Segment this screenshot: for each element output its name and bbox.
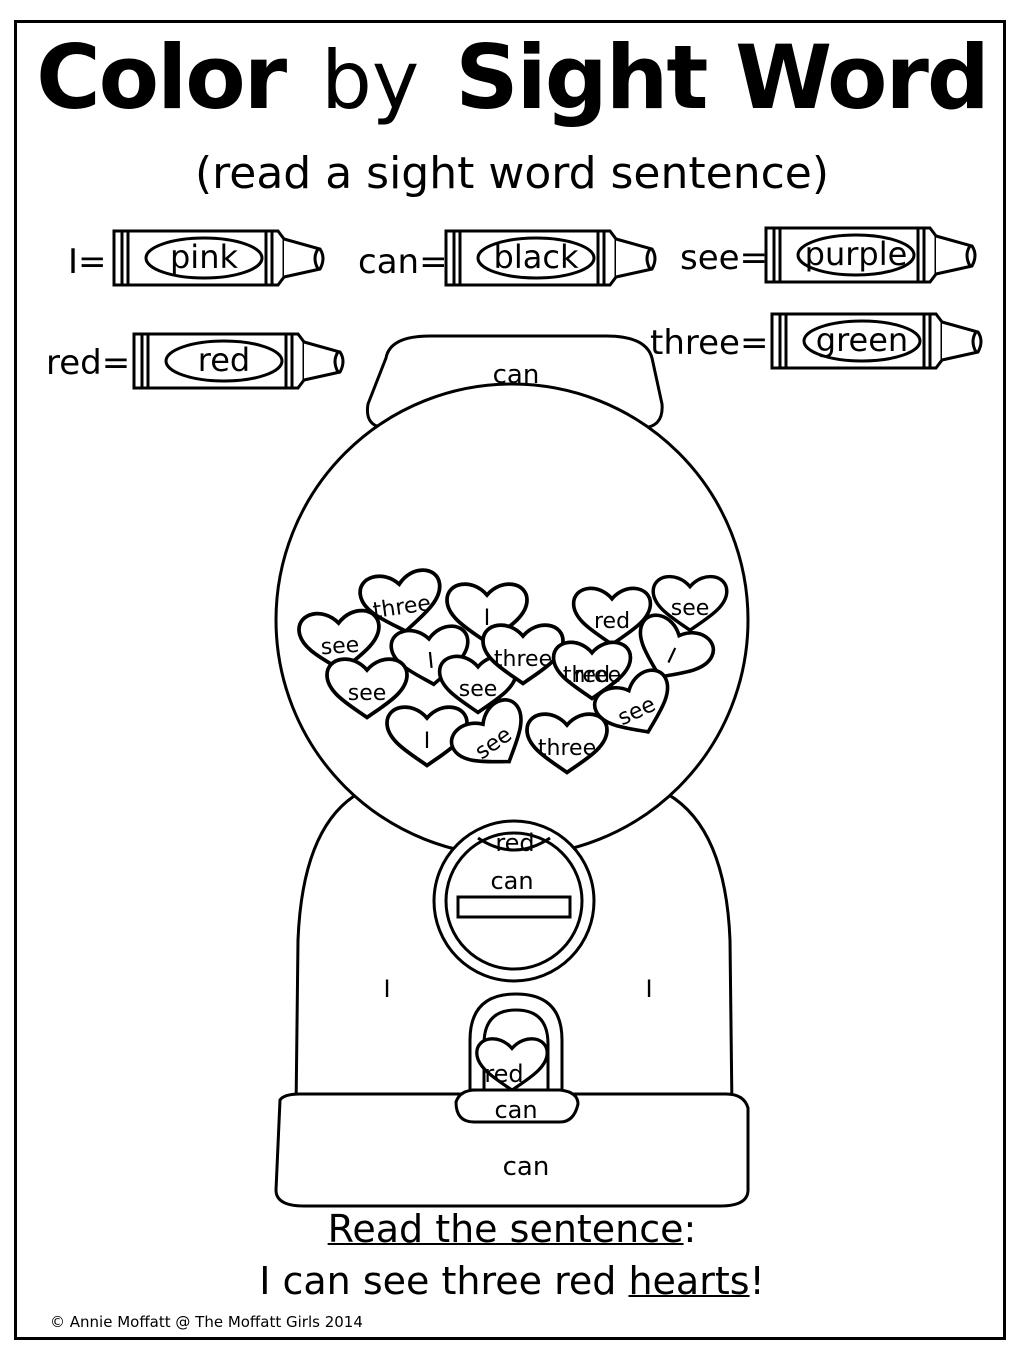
crayon-pink: pink [108,225,328,291]
candy-heart-word: see [670,596,710,621]
crayon-label: purple [804,235,908,273]
key-word-three: three= [650,323,769,363]
key-word-red: red= [46,343,131,383]
crayon-label: green [815,321,909,359]
coin-dial-notch [477,836,551,852]
key-word-can: can= [358,242,448,282]
body-left-word: I [383,975,391,1003]
key-word-i: I= [68,242,107,282]
crayon-purple: purple [760,222,980,288]
candy-heart-word: see [347,681,387,706]
candy-heart-word: I [483,606,491,631]
title-color: Color [36,26,287,129]
sentence-heading-colon: : [683,1207,697,1251]
sentence-end: ! [749,1259,765,1303]
candy-heart-word: three [562,663,622,688]
sentence-underlined-word: hearts [628,1259,750,1303]
coin-heart-word: red [495,829,535,857]
cap-word: can [492,360,540,390]
title-by: by [321,34,420,127]
chute-heart-word: red [484,1060,524,1088]
copyright-notice: © Annie Moffatt @ The Moffatt Girls 2014 [50,1313,363,1331]
chute-lip [454,1088,580,1124]
sentence-start: I can see three red [259,1259,629,1303]
sentence-heading-text: Read the sentence [327,1207,684,1251]
candy-heart-word: I [423,729,431,754]
crayon-black: black [440,225,660,291]
base-word: can [502,1152,550,1182]
crayon-red: red [128,328,348,394]
candy-heart-word: red [593,609,631,634]
coin-slot-word: can [490,867,534,895]
candy-heart-word: three [493,647,553,672]
candy-heart-word: three [537,736,597,761]
coin-slot [456,895,572,919]
sentence-heading: Read the sentence: [0,1206,1024,1252]
sight-word-sentence: I can see three red hearts! [0,1258,1024,1304]
candy-heart-word: red [573,663,611,688]
crayon-label: black [493,238,579,276]
title-sight-word: Sight Word [455,26,990,129]
candy-heart-word: see [458,677,498,702]
crayon-green: green [766,308,986,374]
crayon-label: red [197,341,251,379]
crayon-label: pink [169,238,238,276]
key-word-see: see= [680,238,769,278]
chute-lip-word: can [494,1096,538,1124]
machine-base [274,1092,750,1208]
worksheet-subtitle: (read a sight word sentence) [194,148,830,199]
body-right-word: I [645,975,653,1003]
worksheet-title: Color by Sight Word [0,28,1024,131]
candy-heart-word: see [319,632,361,661]
